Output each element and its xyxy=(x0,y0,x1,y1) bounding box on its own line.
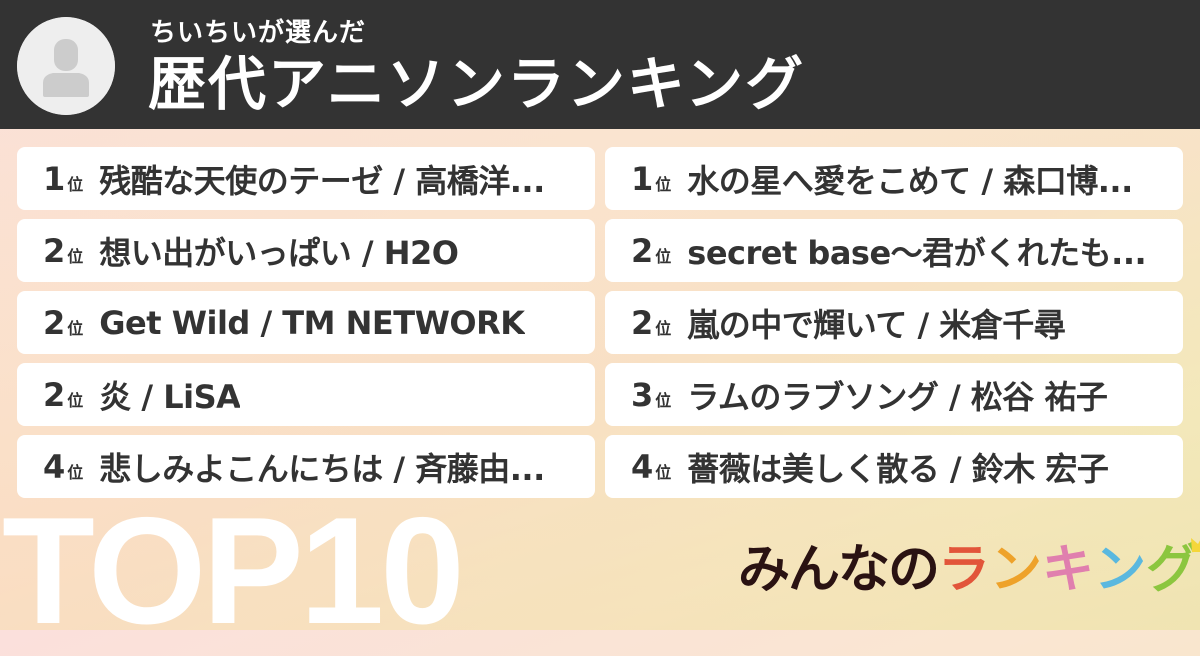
song-title: Get Wild / TM NETWORK xyxy=(99,303,525,342)
site-logo[interactable]: みんなの ラ ン キ ン グ xyxy=(738,538,1200,600)
header-subtitle: ちいちいが選んだ xyxy=(150,18,367,48)
song-title: 悲しみよこんにちは / 斉藤由... xyxy=(99,449,545,488)
song-title: 炎 / LiSA xyxy=(99,377,241,416)
logo-char: ン xyxy=(990,540,1043,600)
song-title: 水の星へ愛をこめて / 森口博... xyxy=(687,161,1133,200)
page-title: 歴代アニソンランキング xyxy=(148,50,806,118)
top10-badge: TOP10 xyxy=(2,486,465,656)
logo-char: キ xyxy=(1042,540,1095,600)
logo-char: グ xyxy=(1146,540,1199,600)
logo-char: ン xyxy=(1094,540,1147,600)
song-title: 残酷な天使のテーゼ / 高橋洋... xyxy=(99,161,545,200)
crown-icon xyxy=(1191,538,1200,552)
header: ちいちいが選んだ 歴代アニソンランキング xyxy=(0,0,1200,129)
song-title: 薔薇は美しく散る / 鈴木 宏子 xyxy=(687,449,1109,488)
song-title: 想い出がいっぱい / H2O xyxy=(99,233,459,272)
default-user-avatar-icon xyxy=(17,17,115,115)
avatar[interactable] xyxy=(17,17,115,115)
song-title: ラムのラブソング / 松谷 祐子 xyxy=(687,377,1108,416)
logo-char: ラ xyxy=(938,540,991,600)
song-title: secret base〜君がくれたも... xyxy=(687,233,1147,272)
logo-prefix: みんなの xyxy=(738,540,940,600)
song-title: 嵐の中で輝いて / 米倉千尋 xyxy=(687,305,1066,344)
